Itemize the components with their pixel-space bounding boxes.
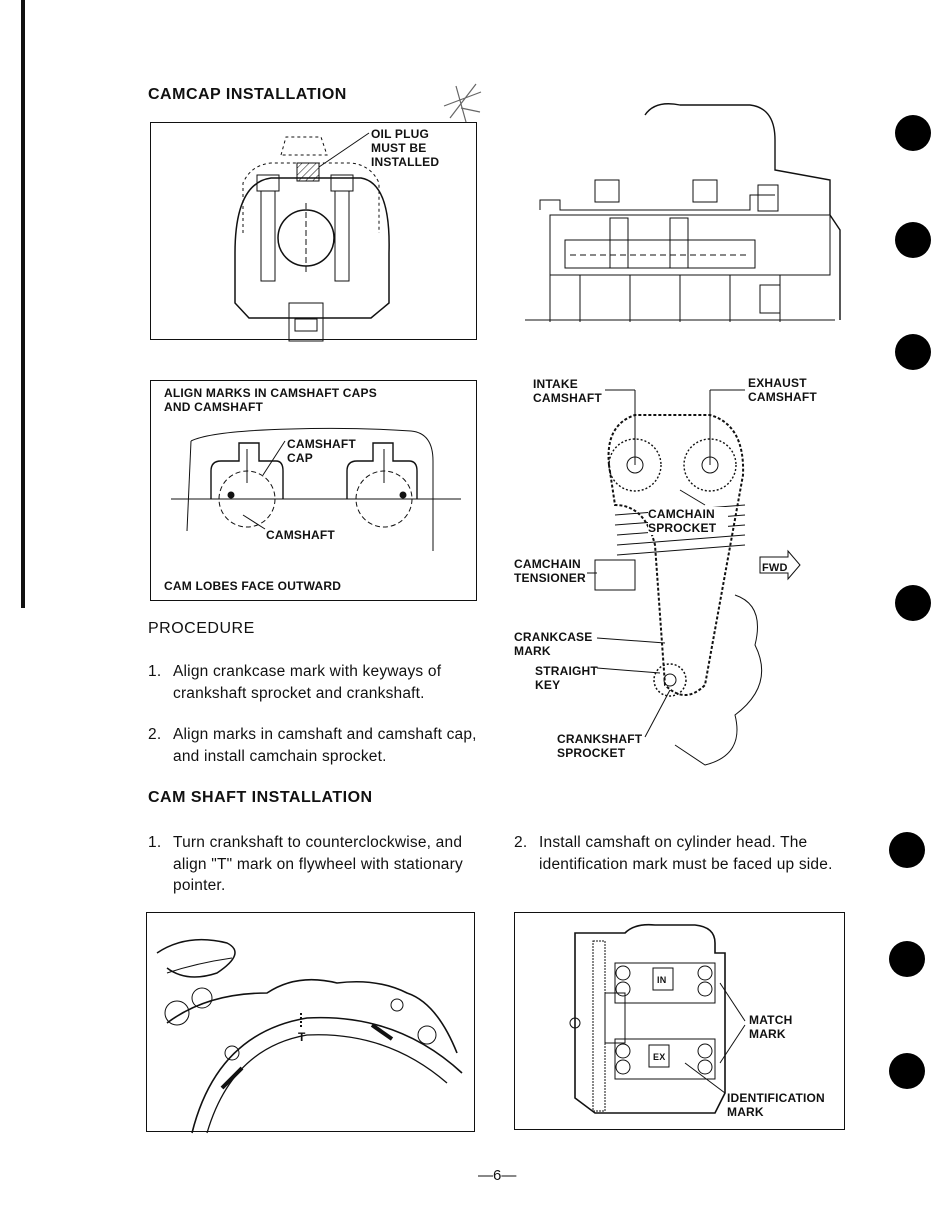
in-mark: IN (657, 975, 667, 985)
step-number: 1. (148, 834, 162, 851)
margin-rule (21, 0, 25, 608)
binder-hole (889, 832, 925, 868)
figure-align-marks: ALIGN MARKS IN CAMSHAFT CAPS AND CAMSHAF… (150, 380, 477, 601)
straight-key-label: STRAIGHT KEY (535, 664, 598, 692)
step-text: Align marks in camshaft and camshaft cap… (173, 726, 477, 765)
t-mark-label: T (298, 1030, 306, 1044)
binder-hole (895, 115, 931, 151)
camchain-tensioner-label: CAMCHAIN TENSIONER (514, 557, 586, 585)
identification-mark-label: IDENTIFICATION MARK (727, 1091, 825, 1119)
step-number: 1. (148, 663, 162, 680)
step-text: Align crankcase mark with keyways of cra… (173, 663, 442, 702)
binder-hole (889, 941, 925, 977)
figure-oil-plug: OIL PLUG MUST BE INSTALLED (150, 122, 477, 340)
exhaust-camshaft-label: EXHAUST CAMSHAFT (748, 376, 817, 404)
intake-camshaft-label: INTAKE CAMSHAFT (533, 377, 602, 405)
ex-mark: EX (653, 1052, 666, 1062)
binder-hole (895, 334, 931, 370)
section-title-camshaft: CAM SHAFT INSTALLATION (148, 789, 373, 806)
camshaft-cap-label: CAMSHAFT CAP (287, 437, 356, 465)
camchain-sprocket-label: CAMCHAIN SPROCKET (648, 507, 728, 535)
binder-hole (889, 1053, 925, 1089)
match-mark-label: MATCH MARK (749, 1013, 793, 1041)
oil-plug-label: OIL PLUG MUST BE INSTALLED (371, 127, 440, 169)
figure-engine-top (520, 100, 840, 322)
align-marks-header: ALIGN MARKS IN CAMSHAFT CAPS AND CAMSHAF… (164, 386, 377, 414)
procedure-title: PROCEDURE (148, 620, 255, 637)
figure-camshaft-head: IN EX MATCH MARK IDENTIFICATION MARK (514, 912, 845, 1130)
binder-hole (895, 585, 931, 621)
figure-flywheel: T (146, 912, 475, 1132)
cam-lobes-footer: CAM LOBES FACE OUTWARD (164, 579, 342, 593)
step-text: Install camshaft on cylinder head. The i… (539, 834, 833, 873)
crankcase-mark-label: CRANKCASE MARK (514, 630, 593, 658)
handwritten-mark-icon (436, 78, 486, 128)
step-text: Turn crankshaft to counterclockwise, and… (173, 834, 463, 894)
camshaft-label: CAMSHAFT (266, 528, 335, 542)
step-number: 2. (514, 834, 528, 851)
section-title-camcap: CAMCAP INSTALLATION (148, 86, 347, 103)
binder-hole (895, 222, 931, 258)
step-number: 2. (148, 726, 162, 743)
crankshaft-sprocket-label: CRANKSHAFT SPROCKET (557, 732, 643, 760)
page-number: —6— (478, 1167, 517, 1184)
fwd-label: FWD (762, 562, 788, 574)
